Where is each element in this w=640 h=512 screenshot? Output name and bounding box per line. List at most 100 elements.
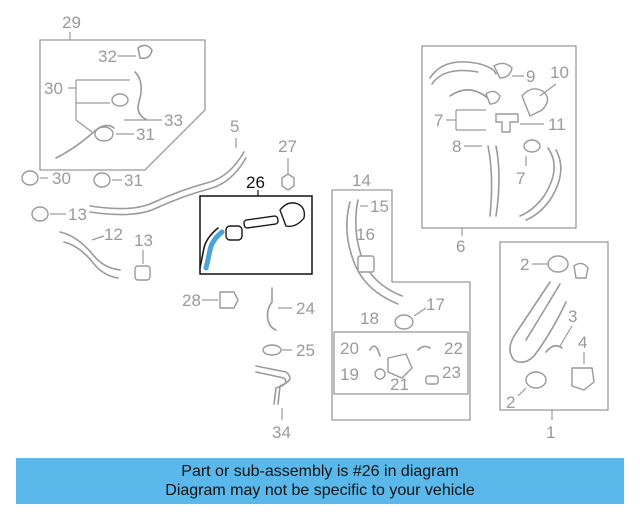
callout-2-lower[interactable]: 2 — [506, 393, 515, 412]
part-24-pipe — [266, 287, 277, 331]
assembly-6-panel — [421, 45, 577, 229]
part-12-hose-outline — [63, 241, 119, 279]
callout-31-loose[interactable]: 31 — [124, 171, 143, 190]
part-6-hose-upper-outline — [431, 69, 479, 85]
part-6-hose-lower — [519, 147, 555, 217]
callout-5[interactable]: 5 — [230, 117, 239, 136]
part-22 — [417, 345, 431, 351]
callout-22[interactable]: 22 — [444, 339, 463, 358]
callout-15[interactable]: 15 — [370, 197, 389, 216]
part-2-clamp-upper — [547, 255, 569, 273]
part-2-clamp-lower — [525, 371, 547, 389]
part-13-lower — [134, 265, 151, 281]
part-26-connector — [243, 215, 279, 229]
part-8-hose-outline — [495, 145, 500, 217]
part-32-clamp — [137, 44, 153, 60]
part-5-pipe: 5 — [89, 117, 247, 216]
part-20 — [369, 345, 381, 357]
callout-18[interactable]: 18 — [360, 309, 379, 328]
assembly-18-panel — [333, 331, 469, 395]
part-6-hose-lower-outline — [525, 149, 562, 221]
part-13-upper — [31, 206, 49, 222]
part-1-connector — [573, 262, 589, 279]
part-30-hose — [134, 71, 148, 121]
callout-8[interactable]: 8 — [452, 137, 461, 156]
part-6-hose-mid — [449, 89, 491, 101]
assembly-14-panel — [331, 189, 471, 421]
part-17-cap — [394, 314, 414, 330]
callout-4[interactable]: 4 — [578, 333, 587, 352]
assembly-26-box — [199, 195, 313, 275]
banner-line-1: Part or sub-assembly is #26 in diagram — [181, 463, 459, 480]
part-34-pipe-outline — [255, 371, 287, 405]
callout-30[interactable]: 30 — [44, 79, 63, 98]
banner-line-2: Diagram may not be specific to your vehi… — [165, 482, 475, 499]
callout-9[interactable]: 9 — [526, 67, 535, 86]
part-11-tee — [495, 113, 519, 133]
part-6-hose-upper — [429, 61, 497, 79]
part-16-bracket — [357, 255, 375, 273]
callout-32[interactable]: 32 — [98, 47, 117, 66]
callout-3[interactable]: 3 — [568, 307, 577, 326]
part-3-hose — [545, 344, 563, 353]
callout-17[interactable]: 17 — [426, 295, 445, 314]
assembly-29-panel — [39, 39, 206, 171]
part-6-clamp-mid — [485, 90, 501, 105]
callout-29[interactable]: 29 — [62, 13, 81, 32]
callout-24[interactable]: 24 — [296, 299, 315, 318]
callout-23[interactable]: 23 — [442, 363, 461, 382]
part-18-housing — [387, 353, 413, 379]
part-31-loose — [93, 172, 111, 188]
callout-6[interactable]: 6 — [456, 237, 465, 256]
callout-34[interactable]: 34 — [272, 423, 291, 442]
part-26-hose — [203, 229, 225, 271]
part-7-clamp — [523, 139, 541, 153]
part-31-clamp — [94, 126, 114, 142]
callout-25[interactable]: 25 — [296, 341, 315, 360]
part-1-pipe-outline — [525, 283, 561, 341]
part-9-clamp — [493, 62, 513, 79]
part-23 — [425, 375, 439, 385]
part-12-hose — [59, 231, 121, 271]
callout-21[interactable]: 21 — [390, 375, 409, 394]
loose-parts-left: 30 31 13 12 13 — [21, 169, 153, 281]
loose-parts-center: 28 24 25 34 — [182, 287, 315, 442]
callout-20[interactable]: 20 — [340, 339, 359, 358]
part-26-fitting — [225, 225, 243, 241]
part-15-hose — [346, 201, 399, 305]
callout-33[interactable]: 33 — [164, 111, 183, 130]
assembly-14: 14 15 16 17 18 20 22 19 21 23 — [331, 171, 471, 421]
part-26-valve — [279, 202, 306, 228]
callout-10[interactable]: 10 — [550, 63, 569, 82]
assembly-6: 9 10 7 11 8 7 6 — [421, 45, 577, 256]
callout-19[interactable]: 19 — [340, 365, 359, 384]
info-banner: Part or sub-assembly is #26 in diagram D… — [16, 458, 624, 504]
callout-7-lower[interactable]: 7 — [516, 169, 525, 188]
callout-11[interactable]: 11 — [548, 115, 566, 134]
callout-13-upper[interactable]: 13 — [68, 205, 87, 224]
callout-26[interactable]: 26 — [246, 173, 265, 192]
part-8-hose — [487, 145, 493, 217]
assembly-26[interactable]: 26 — [199, 173, 313, 275]
part-27: 27 — [278, 137, 297, 191]
callout-14[interactable]: 14 — [352, 171, 371, 190]
part-4-fitting — [571, 367, 595, 391]
callout-2[interactable]: 2 — [520, 255, 529, 274]
callout-1[interactable]: 1 — [546, 423, 555, 442]
callout-12[interactable]: 12 — [104, 225, 123, 244]
callout-31[interactable]: 31 — [136, 125, 155, 144]
callout-7[interactable]: 7 — [434, 111, 443, 130]
part-19 — [374, 368, 386, 380]
part-25-seal — [262, 344, 282, 356]
callout-27[interactable]: 27 — [278, 137, 297, 156]
part-1-pipe — [509, 281, 567, 364]
callout-30-loose[interactable]: 30 — [52, 169, 71, 188]
assembly-29: 29 32 30 33 31 — [39, 13, 206, 171]
part-30-loose — [21, 170, 39, 186]
callout-28[interactable]: 28 — [182, 291, 201, 310]
assembly-1-panel — [499, 241, 609, 411]
part-28 — [219, 291, 239, 309]
part-34-pipe — [255, 365, 291, 405]
callout-16[interactable]: 16 — [356, 225, 375, 244]
callout-13-lower[interactable]: 13 — [134, 231, 153, 250]
